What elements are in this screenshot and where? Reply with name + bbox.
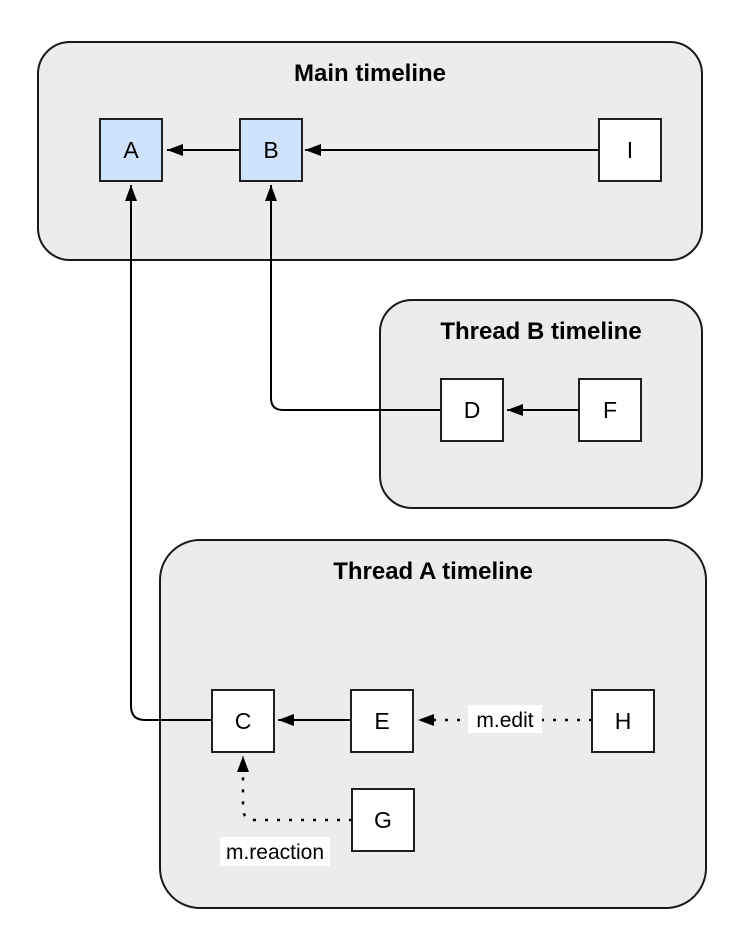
node-D-label: D [464,397,481,423]
edge-label-m-edit-bg [468,705,542,733]
edge-label-m-reaction-bg [220,837,330,866]
node-D-box [440,378,504,442]
node-A-label: A [123,137,139,163]
node-C-label: C [235,708,252,734]
node-E-label: E [374,708,389,734]
node-B-label: B [263,137,278,163]
edge-label-m-reaction: m.reaction [220,837,330,866]
node-I-box [598,118,662,182]
node-F-box [578,378,642,442]
event-node-F: F [578,378,642,442]
event-node-A: A [99,118,163,182]
thread-b-timeline-title: Thread B timeline [440,318,641,345]
node-C-box [211,689,275,753]
edge-d-to-b [265,185,441,411]
edge-label-m-edit-text: m.edit [476,709,533,732]
event-node-D: D [440,378,504,442]
event-node-E: E [350,689,414,753]
node-G-box [351,788,415,852]
event-node-H: H [591,689,655,753]
node-I-label: I [627,137,633,163]
node-G-label: G [374,807,392,833]
event-node-B: B [239,118,303,182]
edge-c-to-a [125,185,212,721]
node-A-box [99,118,163,182]
edge-g-to-c-m-reaction [237,756,352,822]
event-node-I: I [598,118,662,182]
edge-label-m-reaction-text: m.reaction [226,841,324,864]
thread-a-timeline-title: Thread A timeline [333,558,533,585]
thread-b-timeline-box [379,299,703,509]
edge-label-m-edit: m.edit [468,705,542,733]
node-E-box [350,689,414,753]
event-node-G: G [351,788,415,852]
node-H-label: H [615,708,632,734]
event-node-C: C [211,689,275,753]
node-F-label: F [603,397,617,423]
main-timeline-title: Main timeline [294,60,446,87]
node-B-box [239,118,303,182]
thread-b-timeline-container: Thread B timeline [379,299,703,509]
node-H-box [591,689,655,753]
